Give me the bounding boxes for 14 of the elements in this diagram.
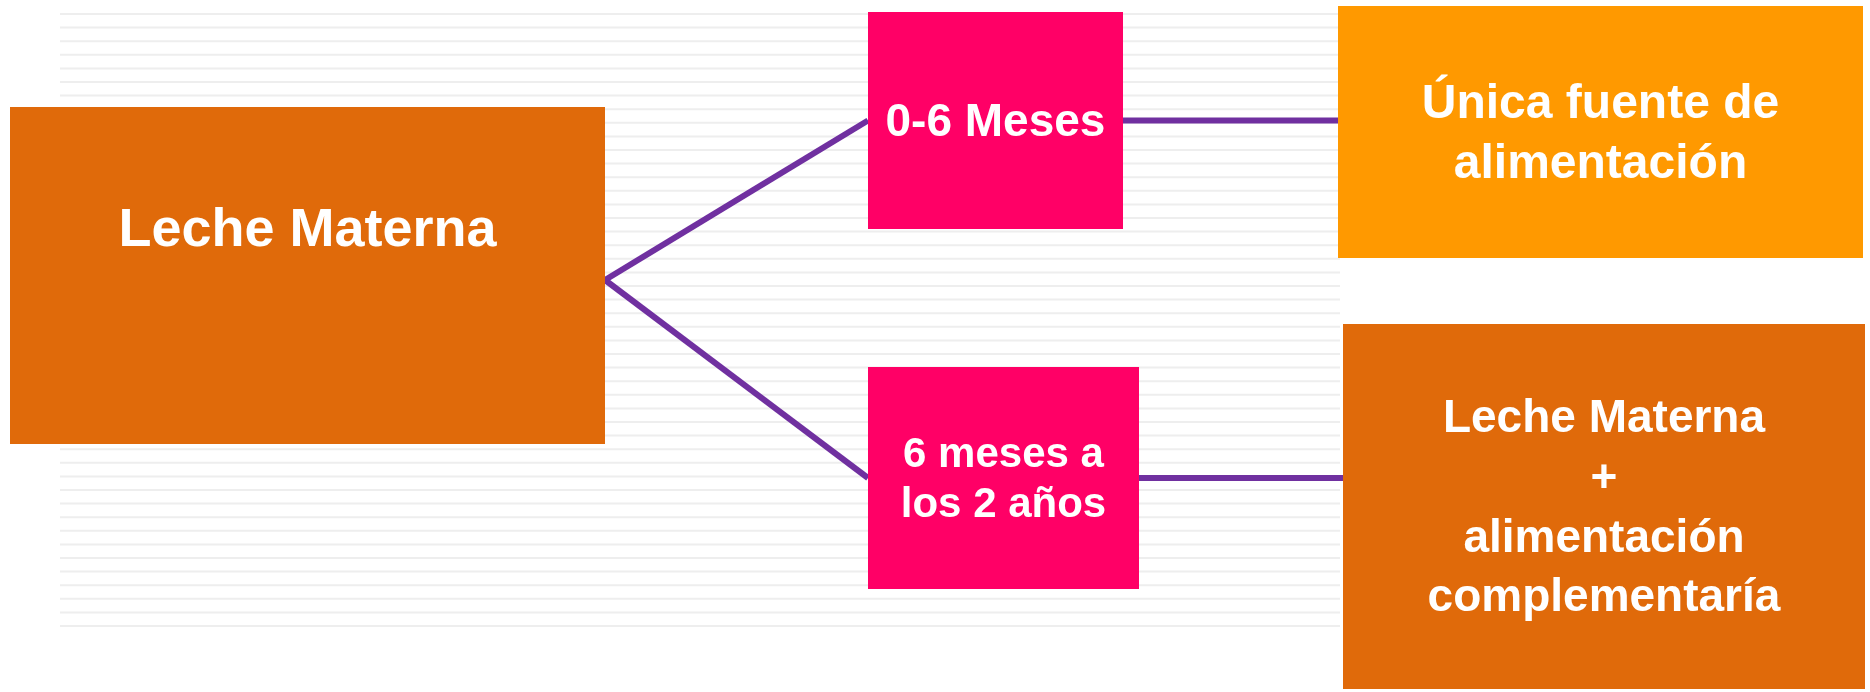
- result-box: [1338, 6, 1863, 258]
- node-label: alimentación complementaría: [1426, 508, 1782, 624]
- node-label: 6 meses a los 2 años: [899, 427, 1108, 528]
- node-label: 0-6 Meses: [885, 92, 1106, 148]
- connector-line: [1139, 475, 1343, 481]
- process-box: [10, 107, 605, 444]
- result-box: [1343, 324, 1865, 689]
- node-label: Leche Materna: [1442, 388, 1766, 444]
- age-box: [868, 367, 1139, 589]
- connector-line: [1123, 117, 1338, 124]
- node-label: +: [1590, 448, 1618, 504]
- age-box: [868, 12, 1123, 229]
- node-label: Única fuente de alimentación: [1420, 73, 1781, 190]
- node-label: Leche Materna: [118, 196, 497, 259]
